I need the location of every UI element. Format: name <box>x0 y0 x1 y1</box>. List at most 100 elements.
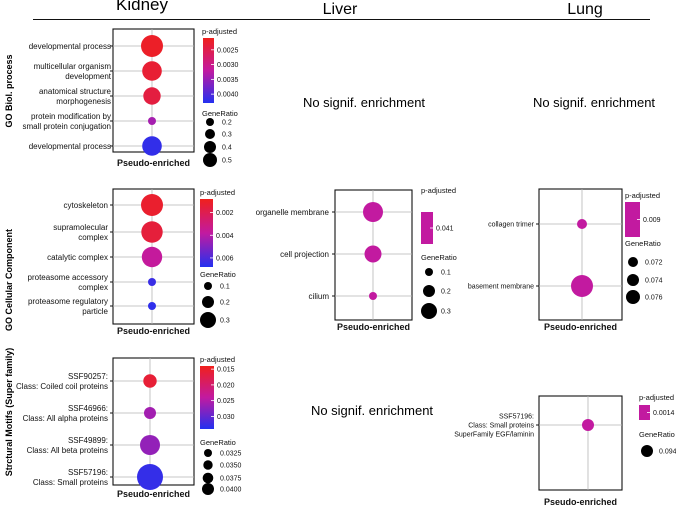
liver-motif-no-enrichment: No signif. enrichment <box>311 403 433 418</box>
kidney-cc-dot-0 <box>141 194 163 216</box>
lung-motif-x-axis-label: Pseudo-enriched <box>544 497 617 507</box>
kidney-bp-category-label-4: developmental process <box>29 142 111 151</box>
kidney-motif-color-tick-label-0: 0.015 <box>217 367 235 374</box>
kidney-motif-color-bar <box>200 366 214 429</box>
kidney-motif-category-label-2: SSF49899: <box>68 436 108 445</box>
kidney-cc-dot-4 <box>148 302 156 310</box>
kidney-motif-category-label-1: SSF46966: <box>68 404 108 413</box>
kidney-bp-color-bar <box>203 38 214 103</box>
kidney-bp-dot-4 <box>142 136 162 156</box>
kidney-cc-size-legend-label-1: 0.2 <box>220 300 230 307</box>
liver-cc-dot-1 <box>364 245 382 263</box>
kidney-bp-color-tick-label-1: 0.0030 <box>217 62 239 69</box>
liver-cc-dot-0 <box>363 202 383 222</box>
column-header-kidney: Kidney <box>116 0 168 14</box>
lung-cc-size-legend-label-0: 0.072 <box>645 260 663 267</box>
lung-motif-category-label-0: Class: Small proteins <box>468 422 534 429</box>
lung-motif-color-tick-label-0: 0.0014 <box>653 410 675 417</box>
kidney-motif-size-legend-label-1: 0.0350 <box>220 463 242 470</box>
kidney-bp-category-label-1: development <box>65 72 112 81</box>
column-header-lung: Lung <box>567 1 603 18</box>
liver-cc-x-axis-label: Pseudo-enriched <box>337 322 410 332</box>
kidney-motif-x-axis-label: Pseudo-enriched <box>117 489 190 499</box>
kidney-bp-dot-0 <box>141 35 163 57</box>
kidney-cc-size-legend-dot-0 <box>204 282 212 290</box>
kidney-cc-category-label-1: complex <box>78 233 108 242</box>
kidney-cc-size-legend-label-2: 0.3 <box>220 318 230 325</box>
kidney-motif-dot-0 <box>143 374 157 388</box>
kidney-cc-size-legend-title: GeneRatio <box>200 270 236 279</box>
kidney-bp-category-label-3: protein modification by <box>31 112 111 121</box>
row-label-biol-process: GO Biol. process <box>4 54 14 127</box>
liver-cc-category-label-2: cilium <box>309 292 330 301</box>
kidney-bp-color-tick-label-0: 0.0025 <box>217 47 239 54</box>
lung-motif-category-label-0: SSF57196: <box>499 413 534 420</box>
kidney-cc-dot-2 <box>141 246 163 268</box>
lung-motif-dot-0 <box>582 419 594 431</box>
kidney-bp-size-legend-label-0: 0.2 <box>222 120 232 127</box>
lung-motif-size-legend-title: GeneRatio <box>639 430 675 439</box>
kidney-cc-color-tick-label-1: 0.004 <box>216 233 234 240</box>
row-label-structural-motifs: Strctural Motifs (Super family) <box>4 348 14 477</box>
kidney-motif-category-label-1: Class: All alpha proteins <box>23 414 108 423</box>
kidney-cc-size-legend-dot-1 <box>202 296 214 308</box>
kidney-bp-size-legend-dot-2 <box>204 141 216 153</box>
lung-cc-size-legend-label-2: 0.076 <box>645 295 663 302</box>
kidney-cc-color-tick-label-2: 0.006 <box>216 255 234 262</box>
lung-cc-dot-1 <box>571 275 593 297</box>
lung-motif-category-label-0: SuperFamily EGF/laminin <box>454 431 534 438</box>
kidney-motif-size-legend-dot-3 <box>202 483 214 495</box>
kidney-bp-color-tick-label-2: 0.0035 <box>217 77 239 84</box>
kidney-cc-category-label-1: supramolecular <box>53 223 108 232</box>
kidney-bp-size-legend-dot-0 <box>206 118 214 126</box>
kidney-cc-x-axis-label: Pseudo-enriched <box>117 326 190 336</box>
kidney-bp-dot-2 <box>143 87 161 105</box>
kidney-bp-category-label-2: anatomical structure <box>39 87 112 96</box>
kidney-motif-category-label-2: Class: All beta proteins <box>27 446 108 455</box>
kidney-motif-category-label-0: SSF90257: <box>68 372 108 381</box>
lung-cc-size-legend-title: GeneRatio <box>625 239 661 248</box>
liver-cc-color-legend-title: p-adjusted <box>421 186 456 195</box>
lung-cc-size-legend-dot-2 <box>626 290 640 304</box>
liver-cc-size-legend-dot-1 <box>423 285 435 297</box>
lung-cc-category-label-1: basement membrane <box>468 283 534 290</box>
kidney-bp-size-legend-dot-1 <box>205 129 215 139</box>
lung-motif-frame <box>538 395 623 491</box>
kidney-cc-category-label-3: proteasome accessory <box>28 273 108 282</box>
kidney-motif-size-legend-label-3: 0.0400 <box>220 487 242 494</box>
liver-cc-color-bar <box>421 212 433 244</box>
kidney-motif-size-legend-dot-2 <box>202 472 214 484</box>
kidney-motif-category-label-3: SSF57196: <box>68 468 108 477</box>
kidney-bp-color-tick-label-3: 0.0040 <box>217 92 239 99</box>
kidney-motif-size-legend-label-2: 0.0375 <box>220 476 242 483</box>
kidney-motif-color-tick-label-1: 0.020 <box>217 382 235 389</box>
liver-cc-category-label-1: cell projection <box>280 250 329 259</box>
kidney-bp-category-label-2: morphogenesis <box>56 97 111 106</box>
kidney-cc-category-label-4: particle <box>82 307 108 316</box>
kidney-bp-x-axis-label: Pseudo-enriched <box>117 158 190 168</box>
lung-cc-x-axis-label: Pseudo-enriched <box>544 322 617 332</box>
kidney-cc-dot-1 <box>141 221 163 243</box>
lung-cc-color-tick-label-0: 0.009 <box>643 217 661 224</box>
kidney-bp-category-label-0: developmental process <box>29 42 111 51</box>
lung-cc-category-label-0: collagen trimer <box>488 221 535 228</box>
lung-bp-no-enrichment: No signif. enrichment <box>533 95 655 110</box>
liver-cc-size-legend-label-2: 0.3 <box>441 309 451 316</box>
kidney-motif-size-legend-dot-0 <box>204 449 212 457</box>
liver-cc-size-legend-dot-2 <box>421 303 437 319</box>
kidney-bp-size-legend-label-3: 0.5 <box>222 158 232 165</box>
liver-cc-size-legend-title: GeneRatio <box>421 253 457 262</box>
kidney-motif-size-legend-title: GeneRatio <box>200 438 236 447</box>
kidney-bp-dot-3 <box>148 117 156 125</box>
kidney-motif-color-legend-title: p-adjusted <box>200 355 235 364</box>
row-label-cellular-component: GO Cellular Component <box>4 229 14 331</box>
lung-cc-color-bar <box>625 202 640 237</box>
lung-cc-color-legend-title: p-adjusted <box>625 191 660 200</box>
kidney-bp-size-legend-dot-3 <box>203 153 217 167</box>
kidney-motif-category-label-0: Class: Coiled coil proteins <box>16 382 108 391</box>
lung-cc-size-legend-dot-0 <box>628 257 638 267</box>
kidney-cc-color-tick-label-0: 0.002 <box>216 210 234 217</box>
liver-cc-size-legend-label-1: 0.2 <box>441 289 451 296</box>
kidney-bp-category-label-1: multicellular organism <box>34 62 112 71</box>
